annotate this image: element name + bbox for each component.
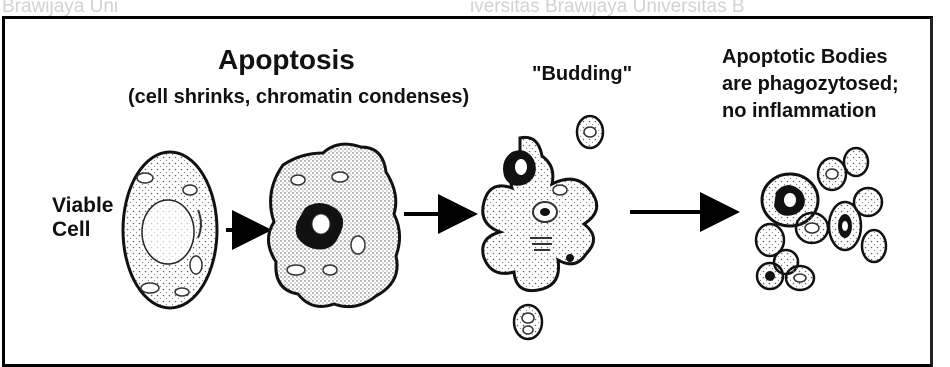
- apoptotic-bodies-label: Apoptotic Bodies are phagozytosed; no in…: [722, 44, 899, 125]
- viable-cell: [123, 152, 217, 308]
- apoptotic-bodies: [756, 148, 886, 290]
- diagram-subtitle: (cell shrinks, chromatin condenses): [128, 86, 469, 109]
- diagram-title: Apoptosis: [218, 44, 355, 76]
- viable-cell-label-line1: Viable: [52, 194, 113, 218]
- viable-cell-label-line2: Cell: [52, 218, 113, 242]
- viable-cell-label: Viable Cell: [52, 194, 113, 242]
- apoptotic-bodies-label-line1: Apoptotic Bodies: [722, 44, 899, 71]
- budding-label: "Budding": [532, 63, 632, 86]
- bud-fragment: [577, 116, 603, 148]
- shrunken-cell: [268, 144, 399, 307]
- apoptotic-bodies-label-line3: no inflammation: [722, 98, 899, 125]
- budding-cell: [483, 137, 597, 290]
- apoptotic-bodies-label-line2: are phagozytosed;: [722, 71, 899, 98]
- bud-fragment: [514, 305, 542, 339]
